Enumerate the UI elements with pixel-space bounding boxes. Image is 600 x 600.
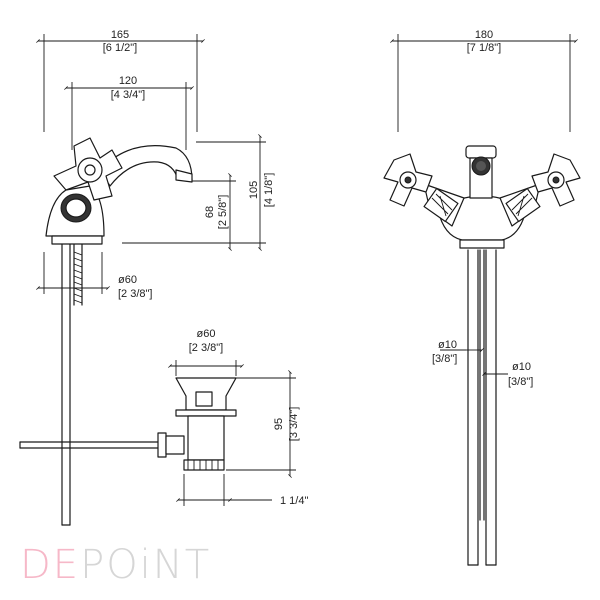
dim-base-diameter: ø60 [2 3/8"] bbox=[36, 252, 152, 300]
dim-side-height-mm: 105 bbox=[248, 181, 260, 199]
dim-waste-thread: 1 1/4" bbox=[176, 474, 308, 507]
dim-front-width: 180 [7 1/8"] bbox=[390, 29, 578, 132]
dim-pipe1-diameter: ø10 [3/8"] bbox=[432, 339, 484, 365]
front-view-faucet bbox=[383, 145, 581, 566]
dim-pipe1-dia-in: [3/8"] bbox=[432, 353, 457, 365]
dim-pipe1-dia-mm: ø10 bbox=[438, 339, 457, 351]
dim-base-dia-in: [2 3/8"] bbox=[118, 288, 152, 300]
dim-side-height-in: [4 1/8"] bbox=[263, 173, 275, 207]
dim-front-width-in: [7 1/8"] bbox=[467, 42, 501, 54]
dim-side-reach-in: [4 3/4"] bbox=[111, 89, 145, 101]
brand-logo: DEPOiNT bbox=[20, 542, 211, 588]
dim-waste-dia-in: [2 3/8"] bbox=[189, 342, 223, 354]
dim-side-width: 165 [6 1/2"] bbox=[36, 29, 205, 132]
dim-front-width-mm: 180 bbox=[475, 29, 493, 41]
dim-side-reach: 120 [4 3/4"] bbox=[64, 75, 194, 150]
dim-side-width-mm: 165 bbox=[111, 29, 129, 41]
dim-side-width-in: [6 1/2"] bbox=[103, 42, 137, 54]
dim-pipe2-dia-mm: ø10 bbox=[512, 361, 531, 373]
svg-text:DEPOiNT: DEPOiNT bbox=[20, 542, 211, 588]
dim-spout-height: 68 [2 5/8"] bbox=[192, 173, 236, 251]
dim-side-reach-mm: 120 bbox=[119, 75, 137, 87]
threaded-rod bbox=[73, 251, 83, 304]
dim-waste-thread-label: 1 1/4" bbox=[280, 495, 308, 507]
dim-waste-dia-mm: ø60 bbox=[197, 328, 216, 340]
dim-pipe2-diameter: ø10 [3/8"] bbox=[482, 361, 533, 388]
dim-spout-height-mm: 68 bbox=[204, 206, 216, 218]
dim-base-dia-mm: ø60 bbox=[118, 274, 137, 286]
dim-spout-height-in: [2 5/8"] bbox=[217, 195, 229, 229]
waste-assembly bbox=[19, 377, 237, 471]
logo-text-point: POiNT bbox=[80, 542, 211, 588]
dim-waste-height-in: [3 3/4"] bbox=[288, 407, 300, 441]
dim-waste-height-mm: 95 bbox=[273, 418, 285, 430]
dim-waste-height: 95 [3 3/4"] bbox=[226, 370, 300, 478]
dim-pipe2-dia-in: [3/8"] bbox=[508, 376, 533, 388]
dim-waste-diameter: ø60 [2 3/8"] bbox=[168, 328, 244, 376]
logo-text-de: DE bbox=[20, 542, 80, 588]
side-view-faucet bbox=[45, 137, 193, 526]
dim-side-height: 105 [4 1/8"] bbox=[122, 134, 275, 251]
